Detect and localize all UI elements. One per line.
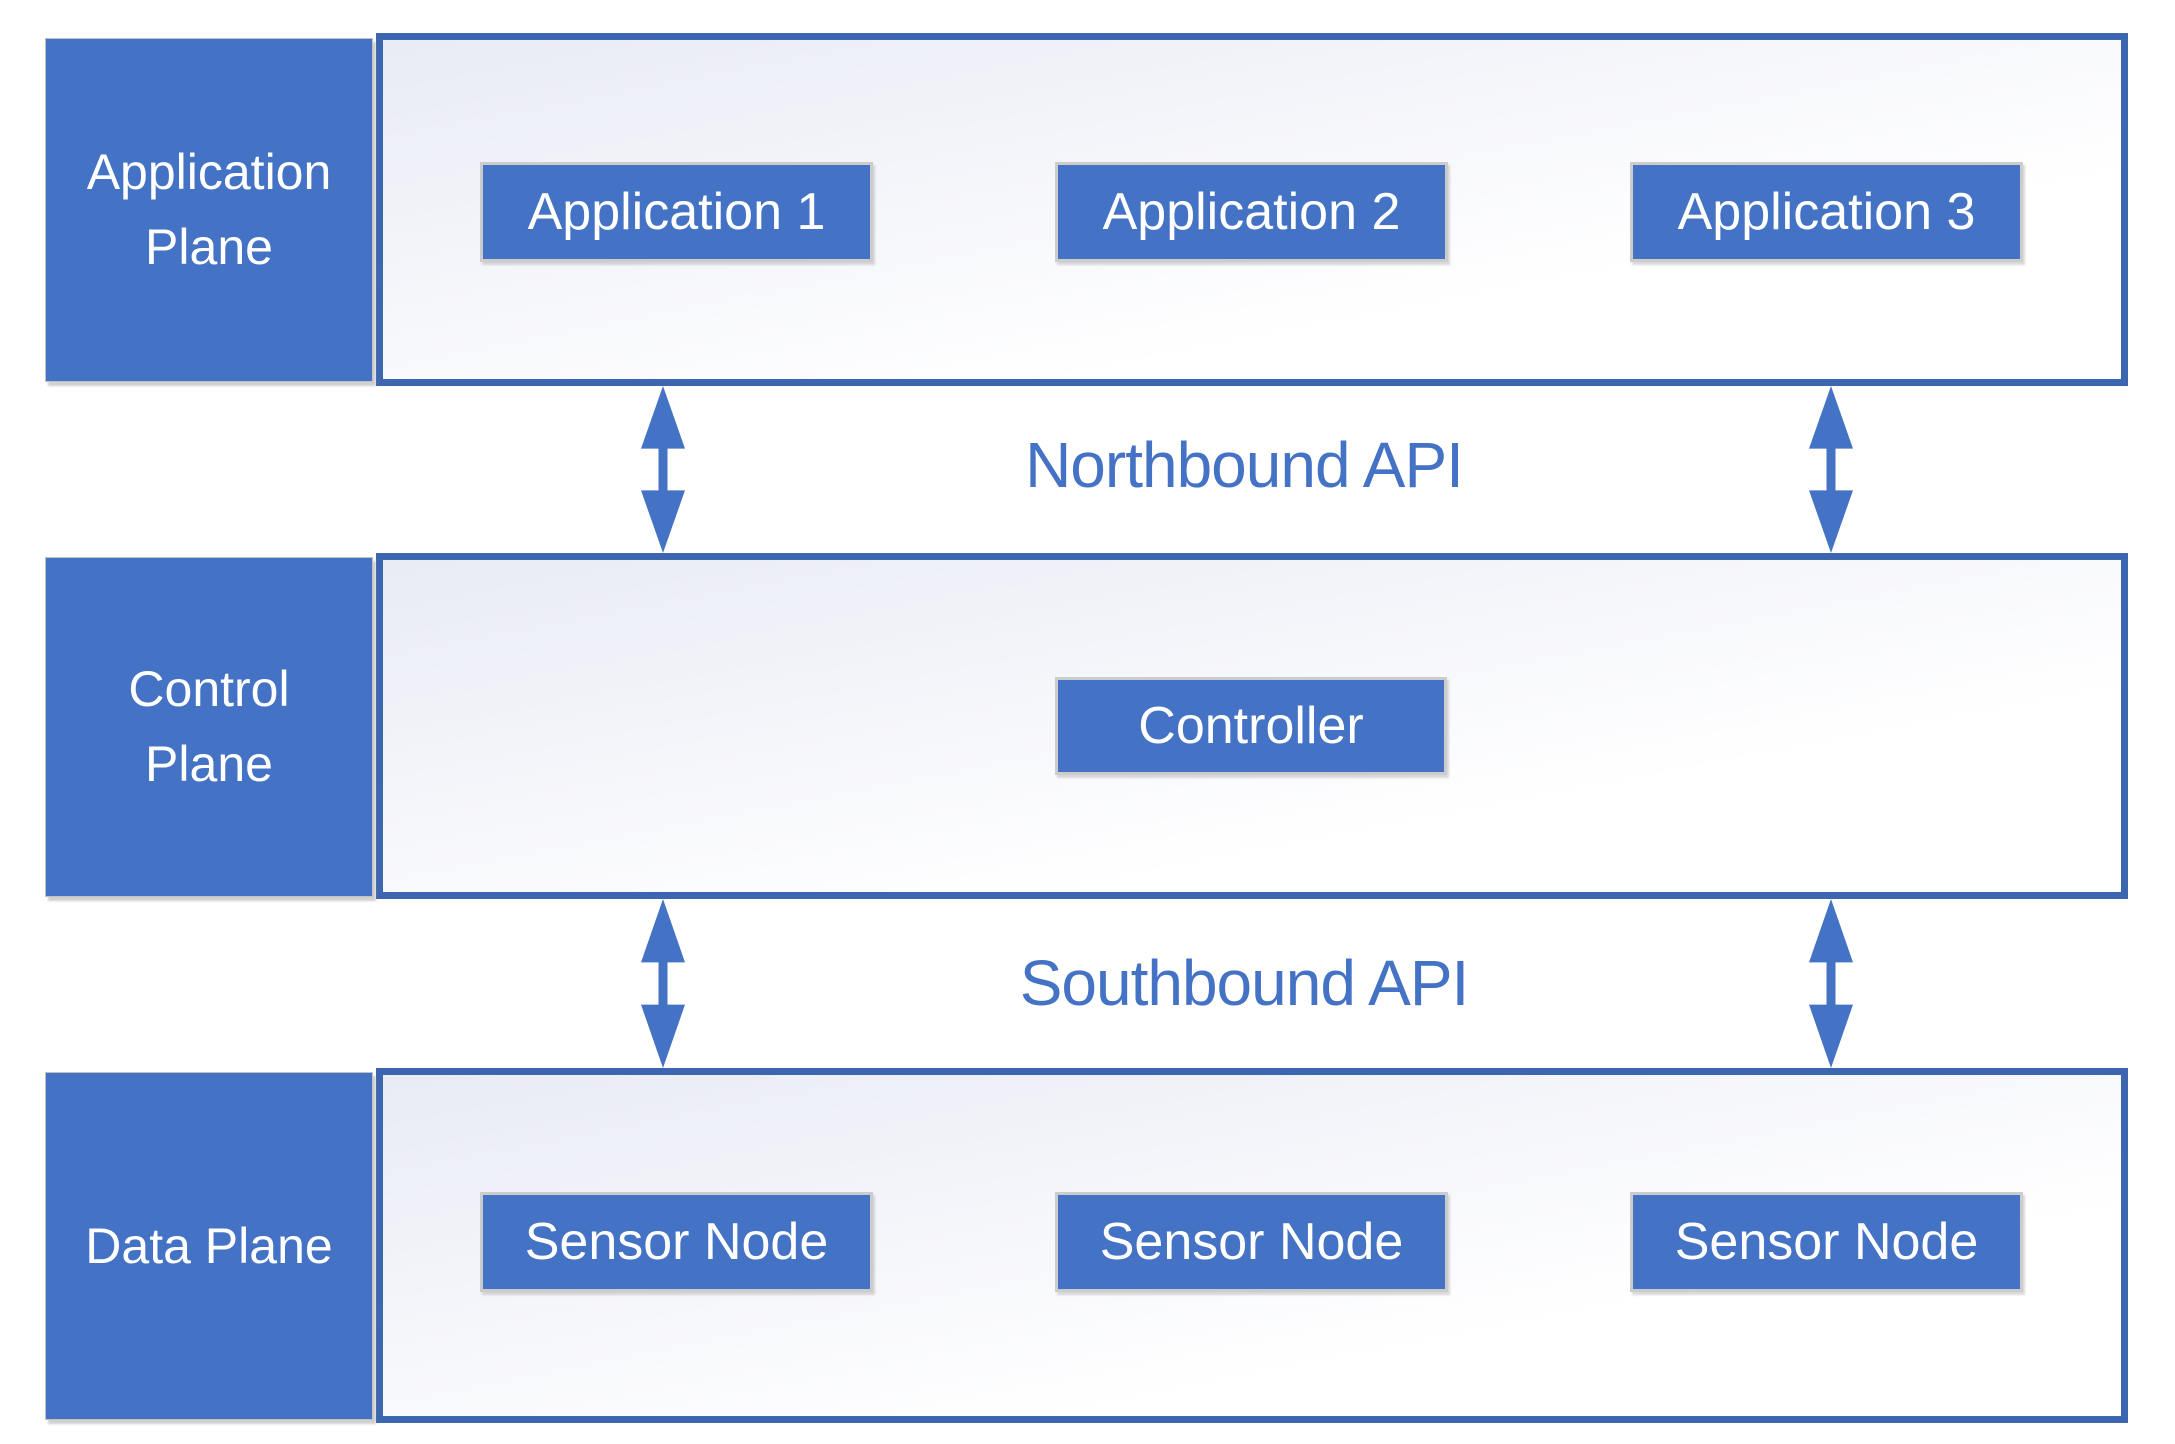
southbound-left-double-arrow-icon bbox=[641, 899, 685, 1068]
controller-box: Controller bbox=[1055, 677, 1447, 775]
northbound-right-double-arrow-icon bbox=[1809, 386, 1853, 553]
northbound-left-double-arrow-icon bbox=[641, 386, 685, 553]
application-1-box: Application 1 bbox=[480, 162, 873, 262]
application-plane-label-line2: Plane bbox=[145, 219, 273, 275]
control-plane-label: Control Plane bbox=[45, 557, 373, 897]
sensor-node-1-box: Sensor Node bbox=[480, 1192, 873, 1292]
application-2-box: Application 2 bbox=[1055, 162, 1448, 262]
application-plane-label: Application Plane bbox=[45, 38, 373, 382]
control-plane-label-line2: Plane bbox=[145, 736, 273, 792]
data-plane-label: Data Plane bbox=[45, 1072, 373, 1420]
northbound-api-label: Northbound API bbox=[1025, 429, 1464, 501]
sensor-node-3-box: Sensor Node bbox=[1630, 1192, 2023, 1292]
data-plane-label-line1: Data Plane bbox=[85, 1217, 333, 1274]
application-3-box: Application 3 bbox=[1630, 162, 2023, 262]
southbound-api-label: Southbound API bbox=[1019, 947, 1470, 1019]
control-plane-label-line1: Control bbox=[128, 661, 290, 717]
southbound-right-double-arrow-icon bbox=[1809, 899, 1853, 1068]
application-plane-label-line1: Application bbox=[86, 144, 332, 200]
sensor-node-2-box: Sensor Node bbox=[1055, 1192, 1448, 1292]
